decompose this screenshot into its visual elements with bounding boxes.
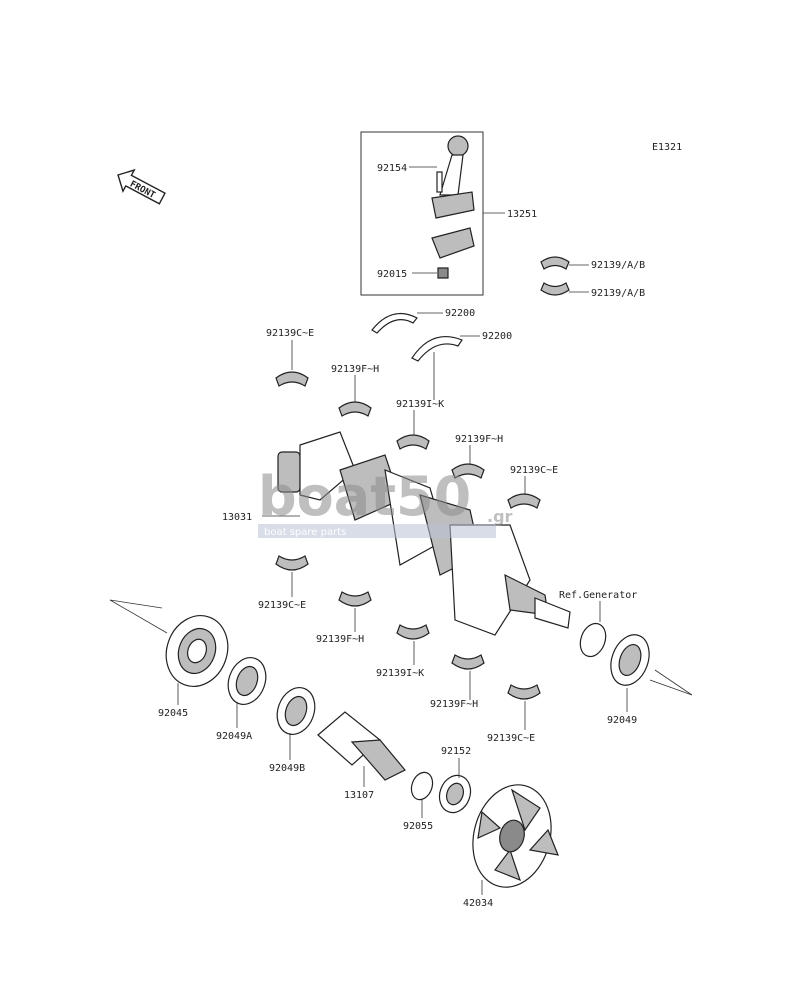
label-13107: 13107: [344, 790, 374, 801]
label-92139ce: 92139C~E: [487, 733, 535, 744]
label-ref-generator: Ref.Generator: [559, 590, 637, 601]
label-92139fh: 92139F~H: [316, 634, 364, 645]
bearing-shell: [275, 371, 309, 387]
crankshaft[interactable]: [277, 431, 571, 636]
bearing-shell: [451, 654, 485, 670]
bearing-shell: [451, 463, 485, 479]
front-arrow-icon: FRONT: [117, 168, 166, 205]
label-92200: 92200: [445, 308, 475, 319]
label-92200: 92200: [482, 331, 512, 342]
bearing-shell: [507, 493, 541, 509]
label-92049: 92049: [607, 715, 637, 726]
label-92139ce: 92139C~E: [510, 465, 558, 476]
svg-text:.gr: .gr: [487, 507, 513, 526]
oil-seal[interactable]: [271, 682, 321, 739]
label-92139ab: 92139/A/B: [591, 288, 645, 299]
bearing-shell: [396, 624, 430, 640]
oil-seal[interactable]: [222, 652, 272, 709]
label-92049b: 92049B: [269, 763, 305, 774]
o-ring[interactable]: [408, 769, 436, 802]
label-92015: 92015: [377, 269, 407, 280]
label-92055: 92055: [403, 821, 433, 832]
label-92049a: 92049A: [216, 731, 252, 742]
coupling[interactable]: [462, 776, 562, 896]
bearing-shell: [507, 684, 541, 700]
o-ring[interactable]: [576, 620, 610, 660]
label-92139ce: 92139C~E: [266, 328, 314, 339]
oil-seal[interactable]: [604, 629, 656, 690]
drive-shaft[interactable]: [317, 711, 406, 781]
bearing-shell: [540, 282, 570, 296]
bearing-shell: [540, 256, 570, 270]
connecting-rod[interactable]: [431, 135, 475, 279]
bearing-shell: [338, 591, 372, 607]
label-42034: 42034: [463, 898, 493, 909]
bearing-shell: [275, 555, 309, 571]
collar[interactable]: [434, 771, 475, 817]
label-92139fh: 92139F~H: [430, 699, 478, 710]
thrust-washer: [411, 336, 463, 362]
label-92154: 92154: [377, 163, 407, 174]
label-92139ik: 92139I~K: [376, 668, 424, 679]
ball-bearing[interactable]: [156, 607, 237, 695]
label-92139ab: 92139/A/B: [591, 260, 645, 271]
bearing-shell: [396, 434, 430, 450]
svg-text:boat spare parts: boat spare parts: [264, 527, 346, 538]
svg-text:boat50: boat50: [258, 465, 471, 528]
label-92152: 92152: [441, 746, 471, 757]
label-92139ce: 92139C~E: [258, 600, 306, 611]
label-92139ik: 92139I~K: [396, 399, 444, 410]
label-92045: 92045: [158, 708, 188, 719]
bearing-shell: [338, 401, 372, 417]
connecting-rod-box: [360, 131, 484, 296]
label-13031: 13031: [222, 512, 252, 523]
label-92139fh: 92139F~H: [455, 434, 503, 445]
label-92139fh: 92139F~H: [331, 364, 379, 375]
diagram-code: E1321: [652, 142, 682, 153]
watermark: boat50 .gr boat spare parts: [258, 465, 513, 538]
thrust-washer: [371, 312, 418, 334]
label-13251: 13251: [507, 209, 537, 220]
